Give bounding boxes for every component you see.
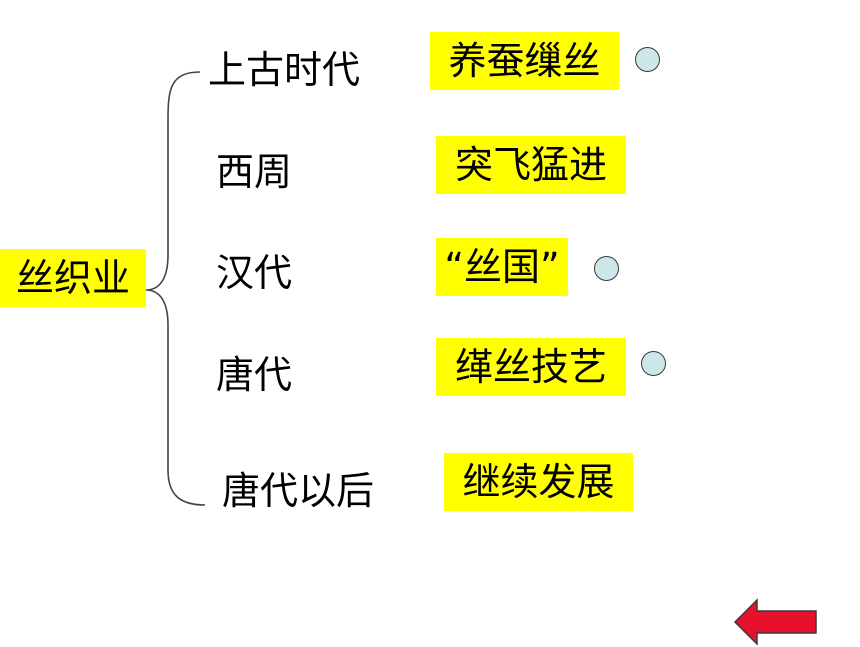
desc-tang: 缂丝技艺 — [436, 338, 626, 396]
era-label-after-tang: 唐代以后 — [222, 469, 375, 513]
desc-after-tang: 继续发展 — [444, 453, 633, 511]
left-arrow-icon[interactable] — [733, 597, 819, 647]
era-label-tang: 唐代 — [216, 353, 293, 397]
desc-ancient: 养蚕缫丝 — [430, 32, 619, 90]
desc-han: “丝国” — [436, 238, 568, 296]
circle-marker-han[interactable] — [594, 256, 619, 281]
era-label-western-zhou: 西周 — [216, 150, 293, 194]
era-label-han: 汉代 — [216, 251, 293, 295]
desc-western-zhou: 突飞猛进 — [436, 136, 626, 194]
era-label-ancient: 上古时代 — [208, 48, 361, 92]
circle-marker-ancient[interactable] — [635, 47, 660, 72]
root-label: 丝织业 — [0, 249, 146, 307]
circle-marker-tang[interactable] — [641, 351, 666, 376]
